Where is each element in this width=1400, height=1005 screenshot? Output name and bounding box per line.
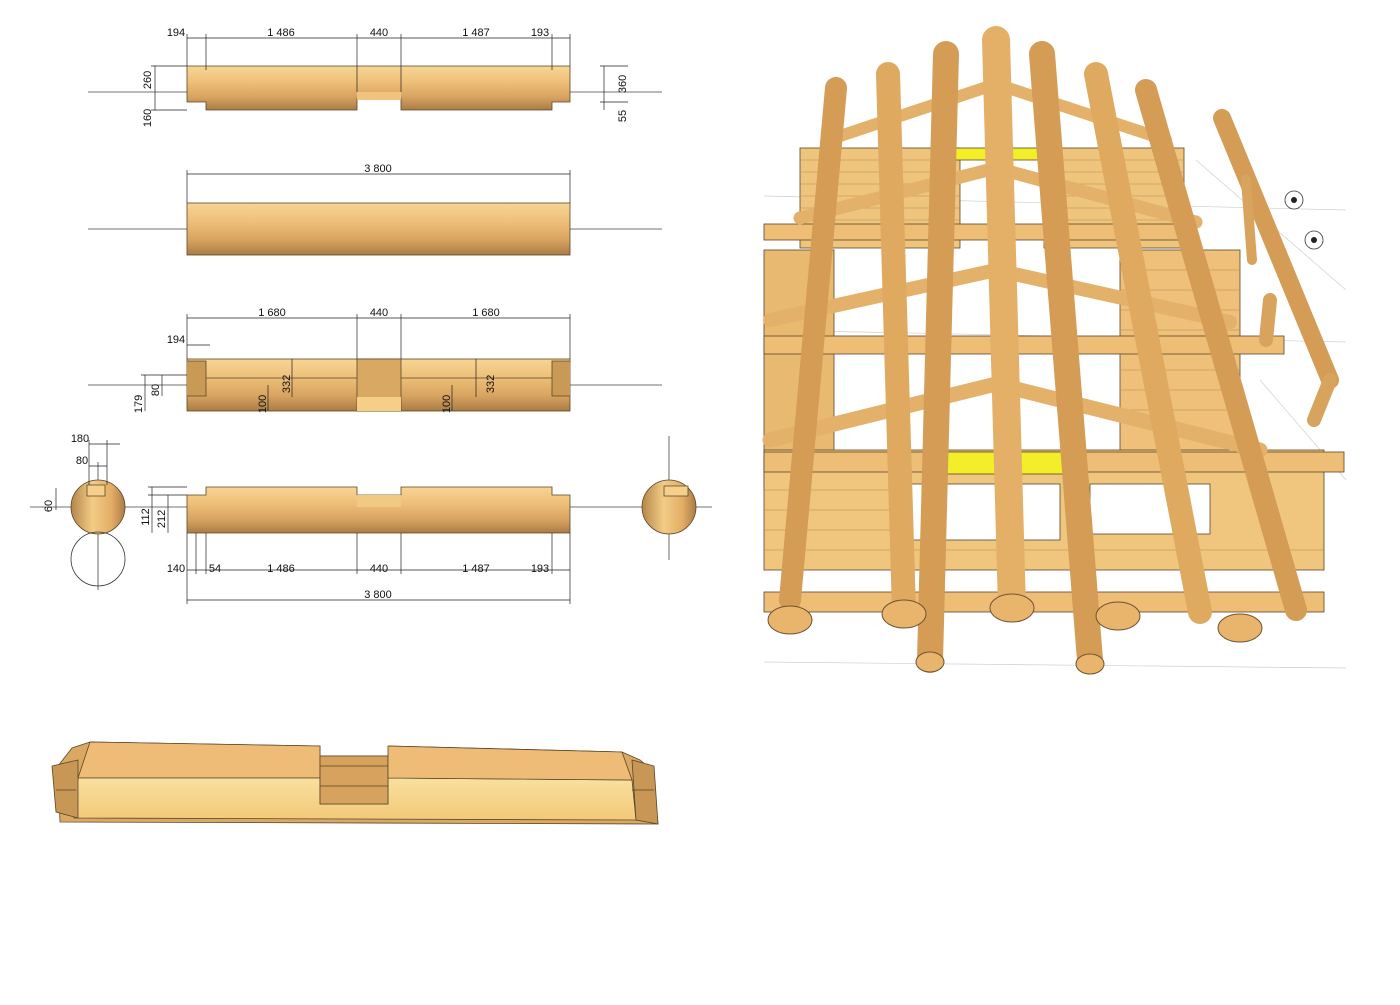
view-4-elevation: 140 54 1 486 440 1 487 193 3 800 112 212… — [30, 433, 712, 604]
dim-label: 3 800 — [364, 589, 392, 601]
dim-label: 54 — [209, 563, 221, 575]
dim-label: 1 680 — [258, 307, 286, 319]
dim-label: 140 — [167, 563, 185, 575]
dim-label: 112 — [140, 508, 152, 526]
dim-label: 80 — [76, 455, 88, 467]
dim-label: 212 — [156, 510, 168, 528]
dim-label: 194 — [167, 334, 185, 346]
cross-section-left: 180 80 60 — [43, 433, 126, 590]
dim-label: 440 — [370, 563, 388, 575]
dim-label: 1 487 — [462, 27, 490, 39]
log-profile — [186, 65, 571, 111]
dim-label: 260 — [142, 71, 154, 89]
dim-label: 100 — [441, 395, 453, 413]
dim-label: 194 — [167, 27, 185, 39]
dim-label: 1 486 — [267, 563, 295, 575]
view-1-elevation: 194 1 486 440 1 487 193 260 160 360 55 — [88, 27, 662, 127]
log-3d-view — [51, 741, 659, 825]
dim-label: 1 680 — [472, 307, 500, 319]
dim-label: 100 — [257, 395, 269, 413]
dim-label: 440 — [370, 307, 388, 319]
view-3-plan: 1 680 440 1 680 194 179 80 100 332 100 3… — [88, 307, 662, 413]
dim-label: 332 — [485, 375, 497, 393]
dim-label: 160 — [142, 109, 154, 127]
cross-section-right — [641, 436, 697, 560]
dim-label: 193 — [531, 563, 549, 575]
log-profile — [186, 486, 571, 534]
dim-label: 60 — [43, 500, 55, 512]
dim-label: 3 800 — [364, 163, 392, 175]
log-profile — [186, 202, 571, 256]
view-2-elevation: 3 800 — [88, 163, 662, 256]
dim-label: 332 — [281, 375, 293, 393]
dim-label: 1 487 — [462, 563, 490, 575]
dim-label: 193 — [531, 27, 549, 39]
dim-label: 55 — [617, 110, 629, 122]
notch-face — [357, 92, 401, 100]
dim-label: 360 — [617, 75, 629, 93]
dim-label: 440 — [370, 27, 388, 39]
dim-label: 80 — [150, 384, 162, 396]
dim-label: 180 — [71, 433, 89, 445]
dim-label: 179 — [133, 395, 145, 413]
dim-label: 1 486 — [267, 27, 295, 39]
roof-framing-render — [762, 26, 1347, 675]
